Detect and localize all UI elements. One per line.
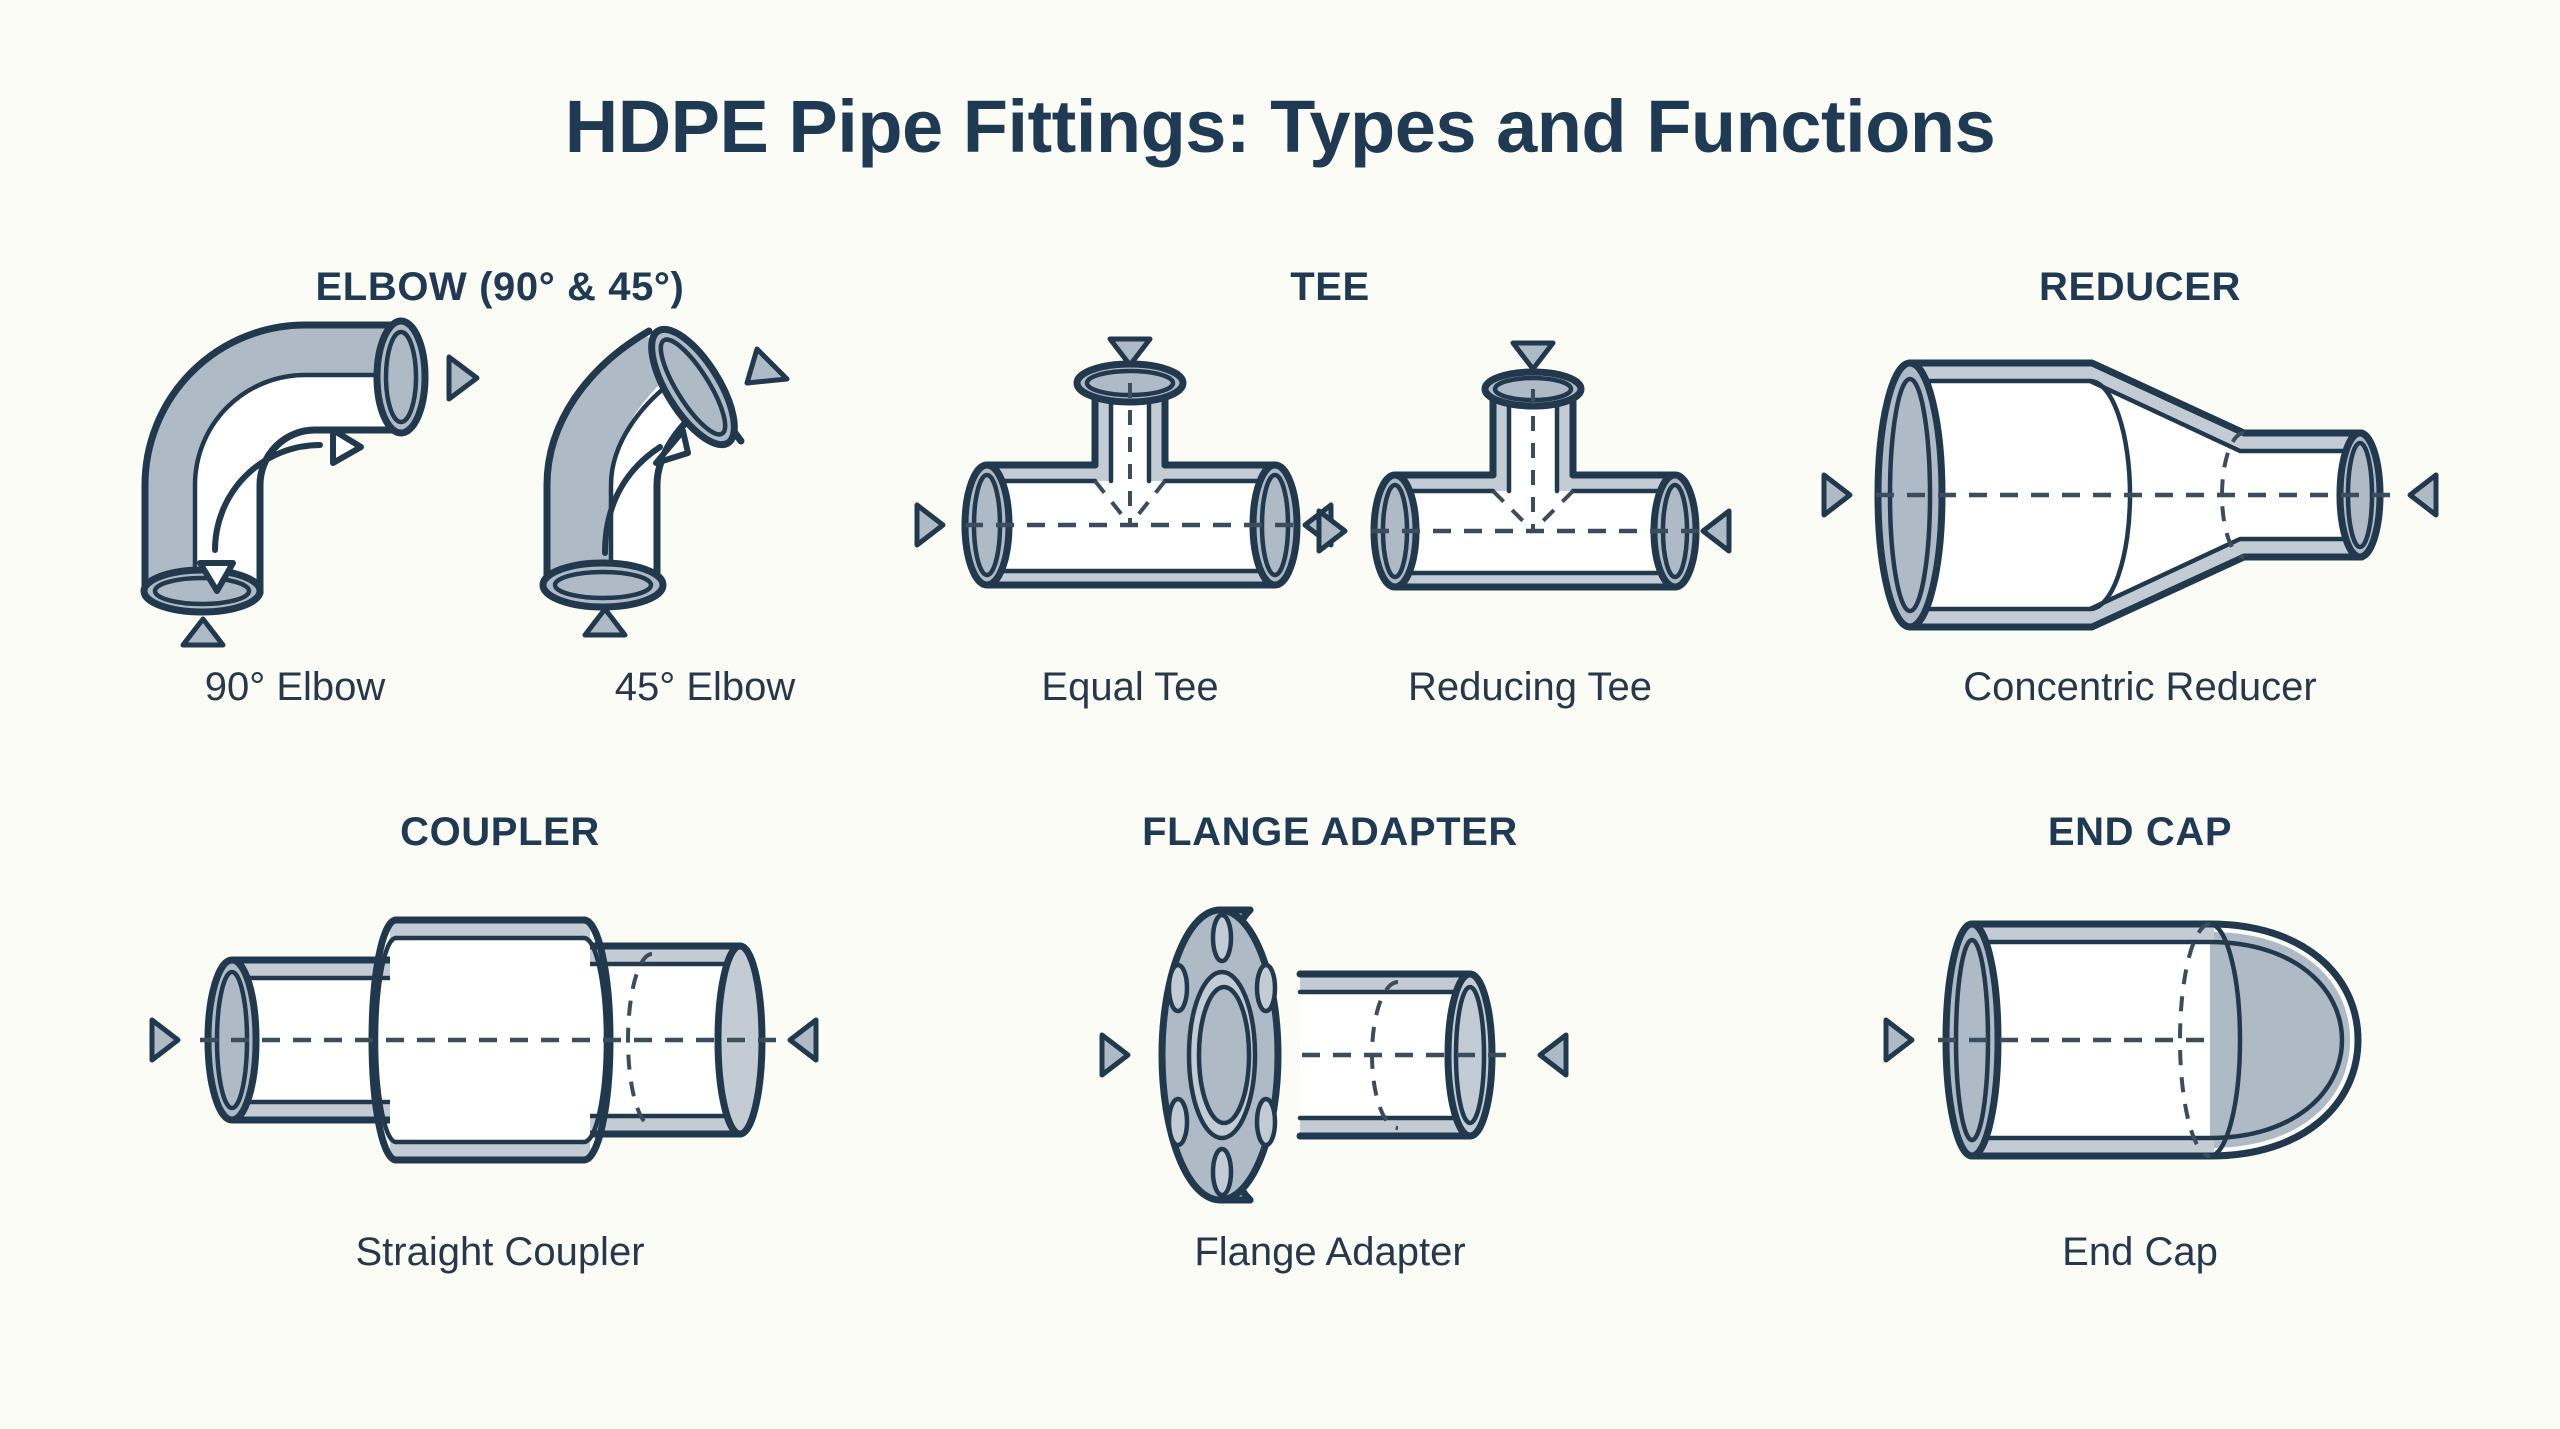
flow-arrowhead-down [197,560,236,594]
direction-marker-up [180,616,226,648]
section-elbow: ELBOW (90° & 45°) [90,265,910,795]
section-tee: TEE [914,265,1732,795]
flange-adapter-icon [1099,906,1569,1204]
direction-marker-left [1883,1017,1915,1063]
caption-equal-tee: Equal Tee [1041,665,1219,709]
direction-marker-left [1316,508,1348,554]
caption-straight-coupler: Straight Coupler [355,1230,645,1274]
elbow-captions: 90° Elbow 45° Elbow [90,665,910,710]
flange-adapter-captions: Flange Adapter [930,1230,1730,1275]
section-heading-reducer: REDUCER [2039,265,2241,309]
direction-marker-up [582,606,628,638]
direction-marker-left [1099,1032,1131,1078]
caption-reducing-tee: Reducing Tee [1408,665,1652,709]
reducing-tee-icon [1316,340,1732,591]
section-reducer: REDUCER [1760,265,2520,795]
section-coupler: COUPLER [90,810,910,1370]
tee-captions: Equal Tee Reducing Tee [930,665,1730,710]
elbow-45-icon [539,325,790,638]
end-cap-icon [1883,920,2362,1160]
elbow-illustrations [90,317,910,648]
direction-marker-down [1510,340,1556,372]
section-end-cap: END CAP [1760,810,2520,1370]
reducer-captions: Concentric Reducer [1760,665,2520,710]
fittings-grid: ELBOW (90° & 45°) [0,265,2560,1385]
flow-arrowhead-up [330,427,364,466]
elbow-90-icon [140,317,480,648]
direction-marker-left [149,1017,181,1063]
concentric-reducer-icon [1821,359,2439,631]
end-cap-illustration [1760,890,2520,1210]
direction-marker-right [446,354,480,402]
direction-marker-right [787,1017,819,1063]
direction-marker-upright [744,346,790,386]
direction-marker-right [2407,472,2439,518]
equal-tee-icon [914,336,1334,589]
straight-coupler-icon [149,916,819,1164]
end-cap-captions: End Cap [1760,1230,2520,1275]
coupler-illustration [90,890,910,1210]
section-heading-tee: TEE [1290,265,1370,309]
section-heading-elbow: ELBOW (90° & 45°) [315,265,685,309]
direction-marker-left [914,502,946,548]
section-heading-end-cap: END CAP [2047,810,2233,854]
direction-marker-right [1700,508,1732,554]
flange-bolt-holes [1166,912,1278,1198]
section-heading-flange-adapter: FLANGE ADAPTER [1142,810,1518,854]
flow-arrowhead-45 [653,428,691,466]
page-title: HDPE Pipe Fittings: Types and Functions [564,85,1996,168]
direction-marker-right [1537,1032,1569,1078]
caption-elbow-90: 90° Elbow [204,665,386,709]
caption-concentric-reducer: Concentric Reducer [1963,665,2317,709]
caption-end-cap: End Cap [2062,1230,2218,1274]
section-flange-adapter: FLANGE ADAPTER [930,810,1730,1370]
coupler-captions: Straight Coupler [90,1230,910,1275]
caption-elbow-45: 45° Elbow [614,665,796,709]
direction-marker-down [1107,336,1153,368]
tee-illustrations [914,335,1732,635]
direction-marker-left [1821,472,1853,518]
reducer-illustration [1760,335,2520,635]
section-heading-coupler: COUPLER [400,810,600,854]
caption-flange-adapter: Flange Adapter [1194,1230,1466,1274]
flange-adapter-illustration [930,890,1730,1210]
